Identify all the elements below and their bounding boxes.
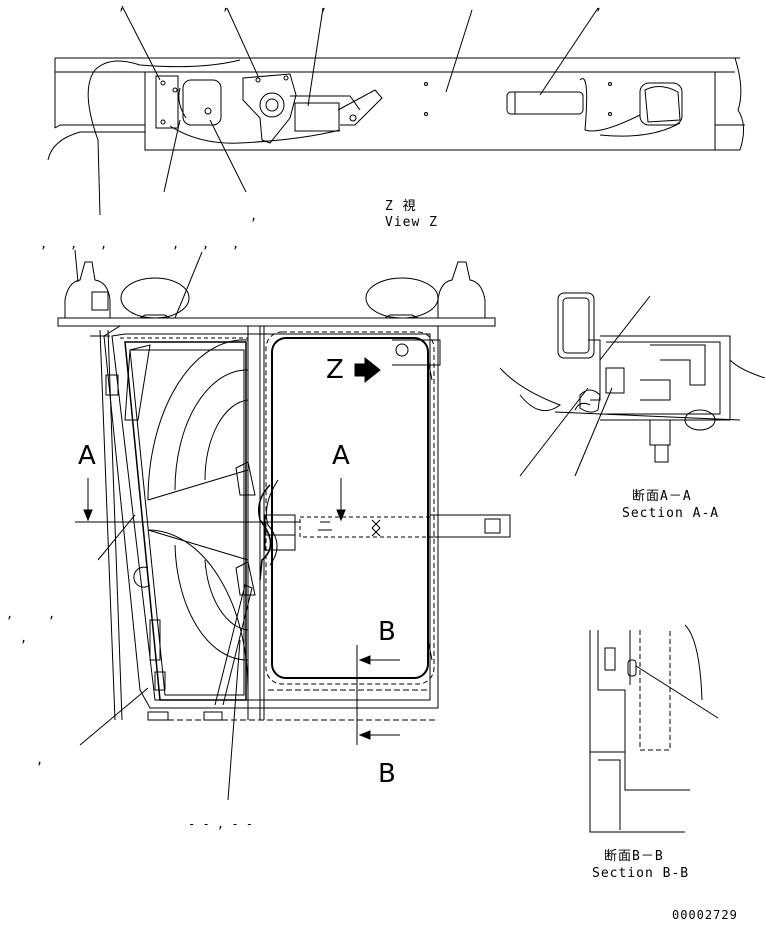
section-bb-label-jp: 断面B－B: [604, 849, 664, 864]
callout-comma: ,: [595, 0, 603, 13]
callout-comma: ,: [320, 0, 328, 13]
section-b-mark-bottom: B: [378, 759, 396, 789]
view-z-panel: [47, 5, 745, 216]
callout-comma: ,: [118, 0, 126, 13]
callout-comma: ,: [232, 237, 240, 251]
section-bb-label-en: Section B-B: [592, 866, 690, 881]
callout-comma: ,: [40, 237, 48, 251]
drawing-number: 00002729: [672, 908, 738, 922]
callout-comma: ,: [222, 0, 230, 13]
section-b-mark-top: B: [378, 617, 396, 647]
callout-comma: ,: [202, 237, 210, 251]
callout-comma: ,: [6, 607, 14, 621]
z-direction-marker: Z: [326, 355, 344, 385]
callout-comma: ,: [70, 237, 78, 251]
callout-comma: ,: [48, 607, 56, 621]
view-z-label-en: View Z: [385, 215, 438, 230]
callout-comma: ,: [36, 753, 44, 767]
view-z-label-jp: Z 視: [385, 199, 417, 214]
cab-front-view: [57, 249, 511, 801]
callout-comma: ,: [250, 209, 258, 223]
section-aa-detail: [499, 292, 765, 477]
callout-dash-group: ‐ ‐ , ‐ ‐: [188, 817, 254, 831]
section-a-mark-left: A: [78, 441, 96, 471]
section-a-mark-right: A: [332, 441, 350, 471]
section-bb-detail: [589, 624, 719, 833]
callout-comma: ,: [20, 631, 28, 645]
section-aa-label-en: Section A-A: [622, 506, 720, 521]
section-aa-label-jp: 断面A－A: [632, 489, 692, 504]
callout-comma: ,: [172, 237, 180, 251]
callout-comma: ,: [100, 237, 108, 251]
